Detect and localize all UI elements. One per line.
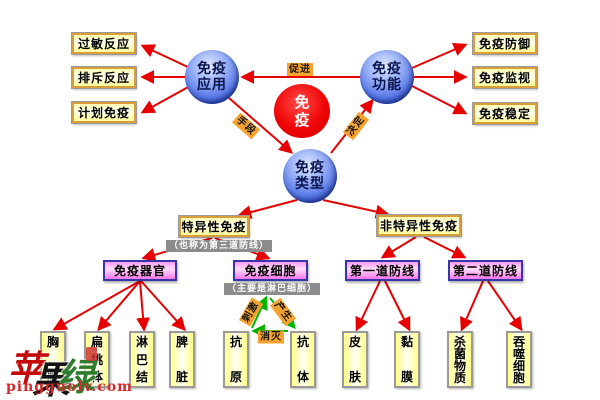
node-immune-application: 免疫 应用 xyxy=(185,50,239,104)
box-spleen: 脾脏 xyxy=(169,331,195,388)
edge-label-eliminate: 消灭 xyxy=(258,330,284,344)
node-immune-function: 免疫 功能 xyxy=(360,50,414,104)
note-mainly-lymphocytes: （主要是淋巴细胞） xyxy=(224,283,321,295)
node-immunity-center-label: 免疫 xyxy=(294,92,310,129)
box-immune-stability: 免疫稳定 xyxy=(473,103,537,124)
box-antigen: 抗原 xyxy=(223,331,249,388)
node-immune-function-line2: 功能 xyxy=(372,77,402,93)
node-immunity-center: 免疫 xyxy=(274,84,330,138)
box-bactericidal-substance: 杀菌物质 xyxy=(447,331,473,388)
box-immune-cells: 免疫细胞 xyxy=(233,260,308,281)
box-lymph-node: 淋巴结 xyxy=(129,331,155,388)
box-mucosa: 黏膜 xyxy=(394,331,420,388)
box-specific-immunity: 特异性免疫 xyxy=(179,216,249,237)
box-second-defense-line: 第二道防线 xyxy=(448,260,523,281)
node-immune-function-line1: 免疫 xyxy=(372,61,402,77)
node-immune-type-line1: 免疫 xyxy=(295,160,325,176)
box-immune-organs: 免疫器官 xyxy=(103,260,177,281)
node-immune-application-line1: 免疫 xyxy=(197,61,227,77)
box-planned-immunization: 计划免疫 xyxy=(72,102,136,123)
box-immune-defense: 免疫防御 xyxy=(473,33,537,54)
note-third-defense-line: （也称为第三道防线） xyxy=(166,240,273,252)
box-nonspecific-immunity: 非特异性免疫 xyxy=(377,215,461,236)
node-immune-type: 免疫 类型 xyxy=(283,149,337,203)
watermark-url: pingguolv.com xyxy=(6,379,133,395)
box-allergy-reaction: 过敏反应 xyxy=(72,33,136,54)
box-thymus: 胸腺 xyxy=(40,331,66,388)
edge-label-promote: 促进 xyxy=(287,63,313,76)
node-immune-application-line2: 应用 xyxy=(197,77,227,93)
box-immune-surveillance: 免疫监视 xyxy=(473,67,537,88)
box-first-defense-line: 第一道防线 xyxy=(345,260,420,281)
box-phagocyte: 吞噬细胞 xyxy=(506,331,532,388)
box-rejection-reaction: 排斥反应 xyxy=(72,67,136,88)
box-tonsil: 扁桃体 xyxy=(84,331,110,388)
node-immune-type-line2: 类型 xyxy=(295,176,325,192)
box-skin: 皮肤 xyxy=(342,331,368,388)
box-antibody: 抗体 xyxy=(290,331,316,388)
